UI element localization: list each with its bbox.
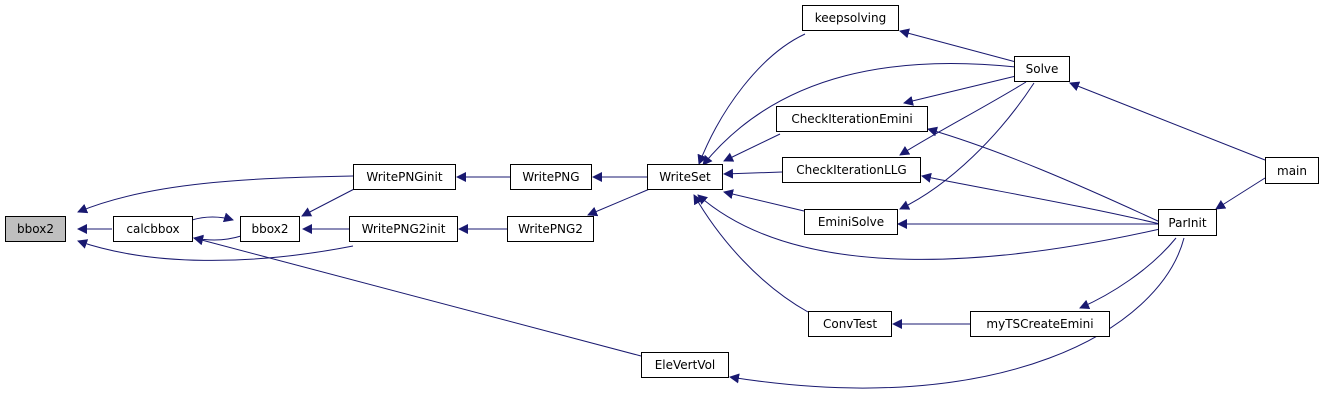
node-mytscreateemini[interactable]: myTSCreateEmini	[970, 311, 1110, 337]
edge-parinit-to-mytscreateemini	[1079, 237, 1177, 310]
node-writepng[interactable]: WritePNG	[510, 164, 592, 190]
edge-main-to-solve	[1069, 81, 1266, 161]
node-checkiterationemini[interactable]: CheckIterationEmini	[776, 106, 928, 132]
node-checkiterationllg[interactable]: CheckIterationLLG	[782, 157, 921, 183]
edge-elevertvol-to-calcbbox	[193, 235, 642, 357]
edge-writeset-to-writepng2	[587, 187, 653, 217]
node-parinit[interactable]: ParInit	[1158, 209, 1217, 236]
node-calcbbox[interactable]: calcbbox	[113, 216, 193, 242]
edge-parinit-to-elevertvol	[729, 237, 1185, 389]
edge-solve-to-writeset	[702, 63, 1017, 166]
node-bbox2-root: bbox2	[5, 216, 66, 242]
edge-solve-to-checkiterationemini	[903, 75, 1017, 106]
edge-parinit-to-checkiterationemini	[927, 126, 1161, 223]
node-bbox2[interactable]: bbox2	[240, 216, 300, 242]
edge-writepnginit-to-bbox2	[301, 185, 361, 217]
edge-writepng2init-to-bbox2-root	[77, 239, 354, 261]
edge-parinit-to-checkiterationllg	[921, 172, 1161, 225]
edge-checkiterationemini-to-writeset	[723, 133, 781, 162]
node-convtest[interactable]: ConvTest	[808, 311, 892, 337]
node-writepng2init[interactable]: WritePNG2init	[349, 216, 458, 242]
edge-checkiterationllg-to-writeset	[723, 168, 783, 179]
edge-solve-to-eminisolve	[899, 82, 1035, 210]
edge-solve-to-keepsolving	[899, 28, 1017, 63]
node-writeset[interactable]: WriteSet	[647, 164, 723, 190]
edge-calcbbox-to-bbox2	[191, 212, 234, 223]
node-elevertvol[interactable]: EleVertVol	[641, 352, 729, 378]
edge-eminisolve-to-writeset	[723, 189, 805, 212]
edge-writepnginit-to-bbox2-root	[77, 175, 354, 214]
edge-main-to-parinit	[1215, 177, 1266, 210]
node-main[interactable]: main	[1265, 157, 1319, 184]
node-solve[interactable]: Solve	[1014, 56, 1070, 82]
edge-keepsolving-to-writeset	[697, 33, 806, 165]
node-keepsolving[interactable]: keepsolving	[802, 5, 899, 31]
edge-solve-to-checkiterationllg	[899, 81, 1027, 156]
node-eminisolve[interactable]: EminiSolve	[804, 209, 898, 235]
edge-parinit-to-writeset	[697, 194, 1161, 260]
edge-convtest-to-writeset	[693, 194, 809, 313]
node-writepnginit[interactable]: WritePNGinit	[353, 164, 456, 190]
node-writepng2[interactable]: WritePNG2	[507, 216, 594, 242]
